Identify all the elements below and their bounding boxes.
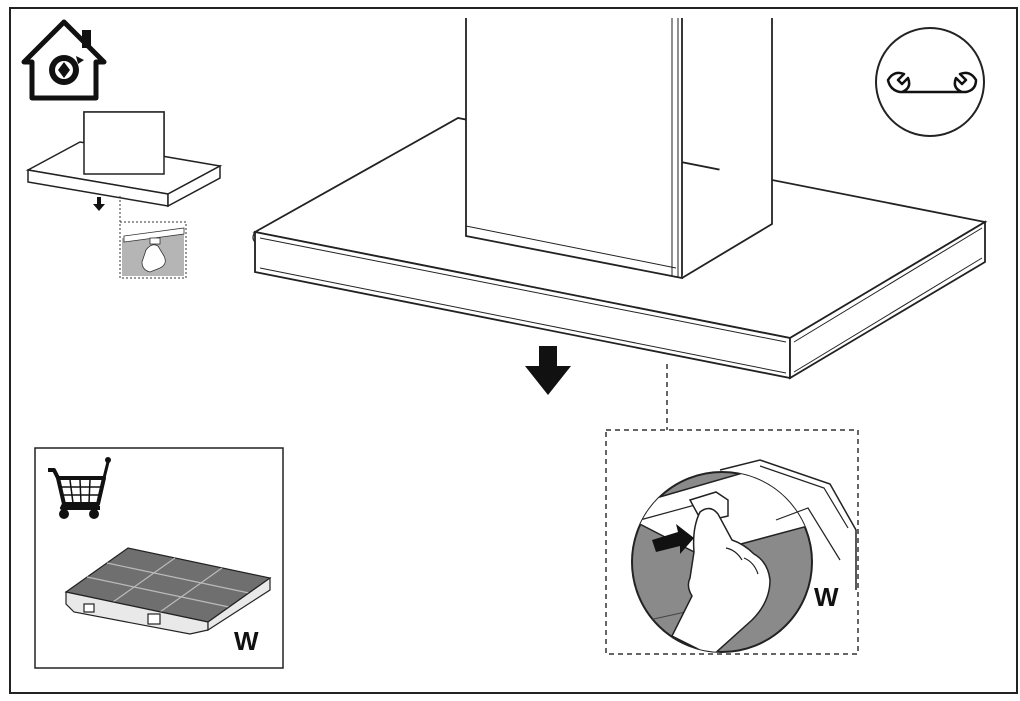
main-hood (252, 18, 988, 380)
wrench-icon (875, 27, 985, 137)
small-detail-inset (119, 221, 187, 279)
house-recirculation-icon (21, 19, 107, 101)
arrow-down-icon (525, 346, 571, 395)
detail-box-label: W (814, 582, 839, 612)
carbon-filter-illustration (64, 547, 272, 635)
filter-box-label: W (234, 626, 259, 656)
shopping-cart-icon (48, 457, 111, 519)
outer-frame (9, 7, 1018, 694)
small-hood-illustration (25, 111, 223, 208)
small-arrow-down-icon (93, 197, 105, 211)
